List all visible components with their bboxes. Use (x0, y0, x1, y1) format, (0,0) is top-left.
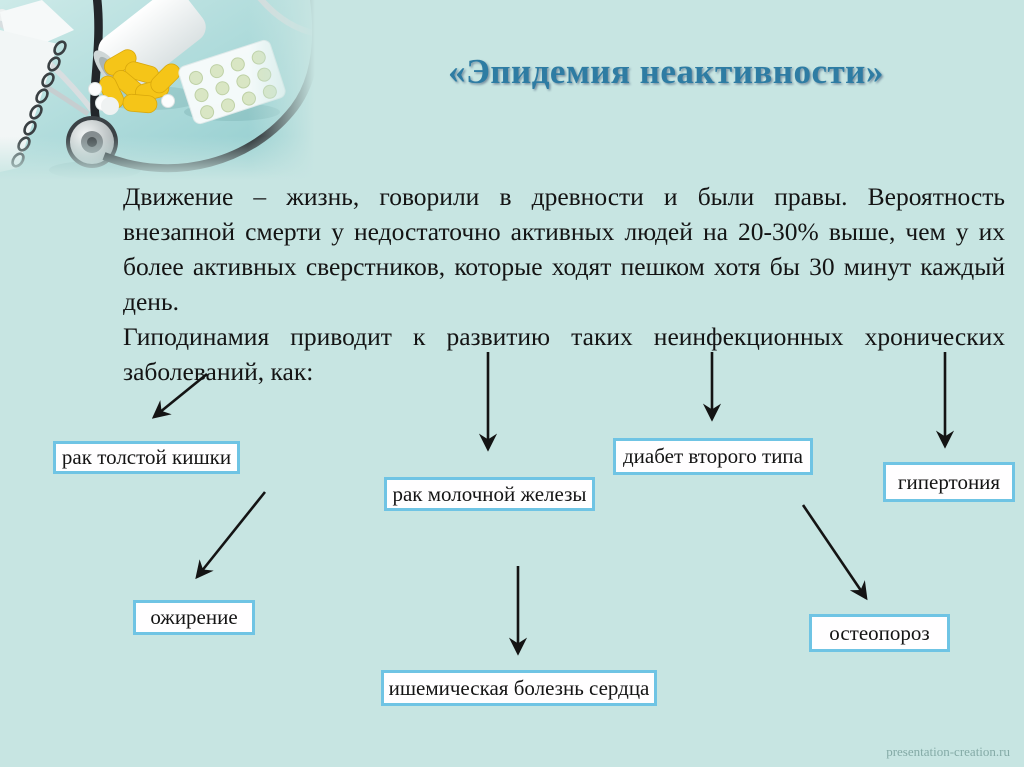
intro-text: Движение – жизнь, говорили в древности и… (123, 179, 1005, 389)
disease-box-colon-cancer: рак толстой кишки (53, 441, 240, 474)
paragraph-1: Движение – жизнь, говорили в древности и… (123, 179, 1005, 319)
disease-box-osteoporosis: остеопороз (809, 614, 950, 652)
text-line: заболеваний, как: (123, 357, 314, 386)
paragraph-2: Гиподинамия приводит к развитию таких не… (123, 319, 1005, 389)
text-line: день. (123, 287, 179, 316)
disease-box-hypertension: гипертония (883, 462, 1015, 502)
slide-title: «Эпидемия неактивности» (448, 52, 884, 91)
disease-box-ischemic-heart-disease: ишемическая болезнь сердца (381, 670, 657, 706)
arrow-to-obesity (195, 491, 267, 580)
text-line: внезапной смерти у недостаточно активных… (123, 217, 1005, 246)
text-line: более активных сверстников, которые ходя… (123, 252, 1005, 281)
arrow-to-osteoporosis (801, 504, 868, 601)
disease-box-breast-cancer: рак молочной железы (384, 477, 595, 511)
text-line: Гиподинамия приводит к развитию таких не… (123, 322, 1005, 351)
disease-box-type2-diabetes: диабет второго типа (613, 438, 813, 475)
medical-photo (0, 0, 318, 184)
text-line: Движение – жизнь, говорили в древности и… (123, 182, 1005, 211)
watermark: presentation-creation.ru (886, 744, 1010, 759)
medical-photo-art (0, 0, 318, 184)
disease-box-obesity: ожирение (133, 600, 255, 635)
